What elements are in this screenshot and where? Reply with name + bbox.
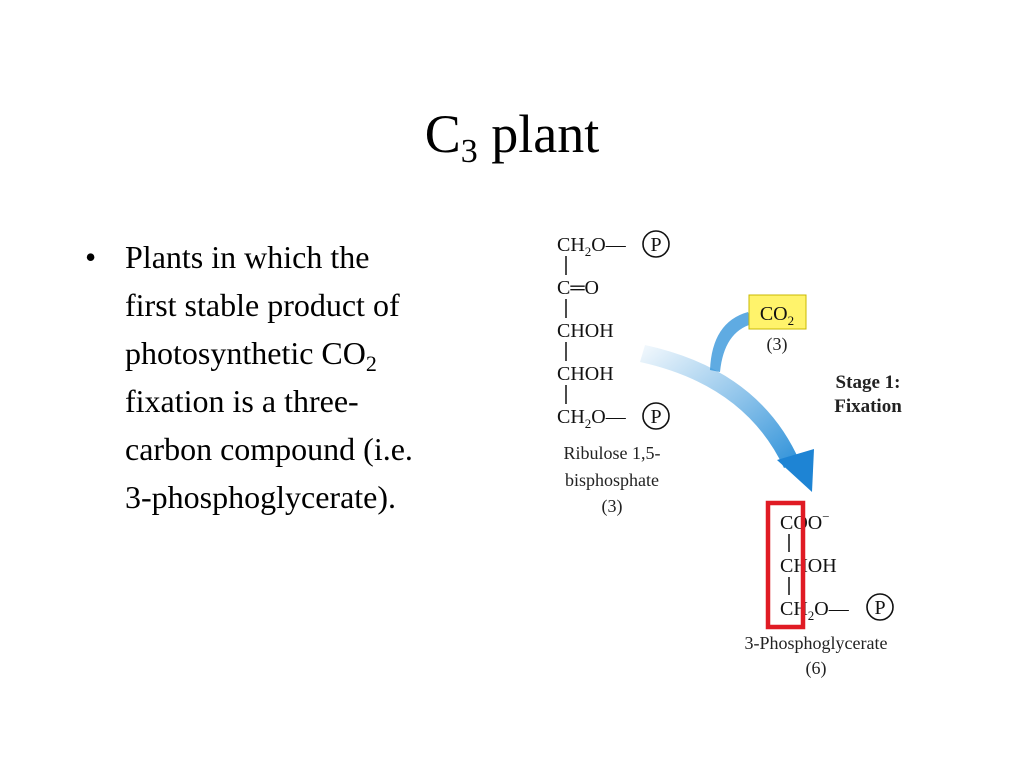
rubp-phosphate-2: P bbox=[650, 406, 661, 428]
bullet-line-3-text: photosynthetic CO bbox=[125, 335, 366, 371]
reaction-arrow-head bbox=[777, 449, 814, 492]
pga-phosphate-circle bbox=[866, 593, 894, 621]
phosphoglycerate-structure: COO− CHOH CH2O— P 3-Phosphoglycerate (6) bbox=[745, 500, 894, 679]
co2-label: CO2 bbox=[760, 303, 794, 328]
rubp-carbon-4: CHOH bbox=[557, 363, 614, 385]
bullet-co2-subscript: 2 bbox=[365, 351, 377, 376]
pga-count: (6) bbox=[806, 658, 827, 679]
pga-carbon-3: CH2O— bbox=[780, 598, 850, 623]
rubp-carbon-3: CHOH bbox=[557, 320, 614, 342]
rubp-carbon-1: CH2O— bbox=[557, 234, 627, 259]
title-c: C bbox=[424, 104, 461, 164]
co2-input: CO2 (3) bbox=[748, 294, 807, 355]
bullet-marker: • bbox=[85, 239, 97, 275]
pga-carbon-2: CHOH bbox=[780, 555, 837, 577]
pga-name: 3-Phosphoglycerate bbox=[745, 633, 888, 653]
rubp-carbon-2: C═O bbox=[557, 277, 599, 299]
title-rest: plant bbox=[477, 104, 600, 164]
bullet-line-2: first stable product of bbox=[125, 287, 400, 323]
co2-box bbox=[748, 294, 807, 330]
rubp-carbon-5: CH2O— bbox=[557, 406, 627, 431]
rubp-name-line-2: bisphosphate bbox=[565, 470, 659, 490]
bullet-line-3: photosynthetic CO2 bbox=[125, 329, 505, 377]
slide-title: C3 plant bbox=[0, 102, 1024, 169]
stage-label-line-1: Stage 1: bbox=[836, 372, 901, 393]
bullet-line-4: fixation is a three- bbox=[125, 383, 359, 419]
stage-label-line-2: Fixation bbox=[834, 396, 902, 417]
pga-phosphate: P bbox=[874, 597, 885, 619]
three-carbon-highlight-box bbox=[765, 500, 806, 630]
co2-count: (3) bbox=[767, 334, 788, 355]
stage-label: Stage 1: Fixation bbox=[834, 372, 902, 417]
co2-arrow bbox=[710, 312, 752, 372]
bullet-item: • Plants in which the first stable produ… bbox=[85, 233, 505, 521]
bullet-line-1: Plants in which the bbox=[125, 239, 370, 275]
reaction-arrow-body bbox=[640, 345, 800, 468]
bullet-line-5: carbon compound (i.e. bbox=[125, 431, 413, 467]
rubp-phosphate-1: P bbox=[650, 234, 661, 256]
bullet-list: • Plants in which the first stable produ… bbox=[85, 233, 505, 521]
rubp-count: (3) bbox=[602, 496, 623, 517]
rubp-name-line-1: Ribulose 1,5- bbox=[564, 443, 661, 463]
rubp-phosphate-2-circle bbox=[642, 402, 670, 430]
ribulose-bisphosphate-structure: CH2O— P C═O CHOH CHOH CH2O— P Ribulose 1… bbox=[557, 230, 670, 517]
rubp-phosphate-1-circle bbox=[642, 230, 670, 258]
bullet-line-6: 3-phosphoglycerate). bbox=[125, 479, 397, 515]
title-subscript: 3 bbox=[460, 133, 478, 170]
